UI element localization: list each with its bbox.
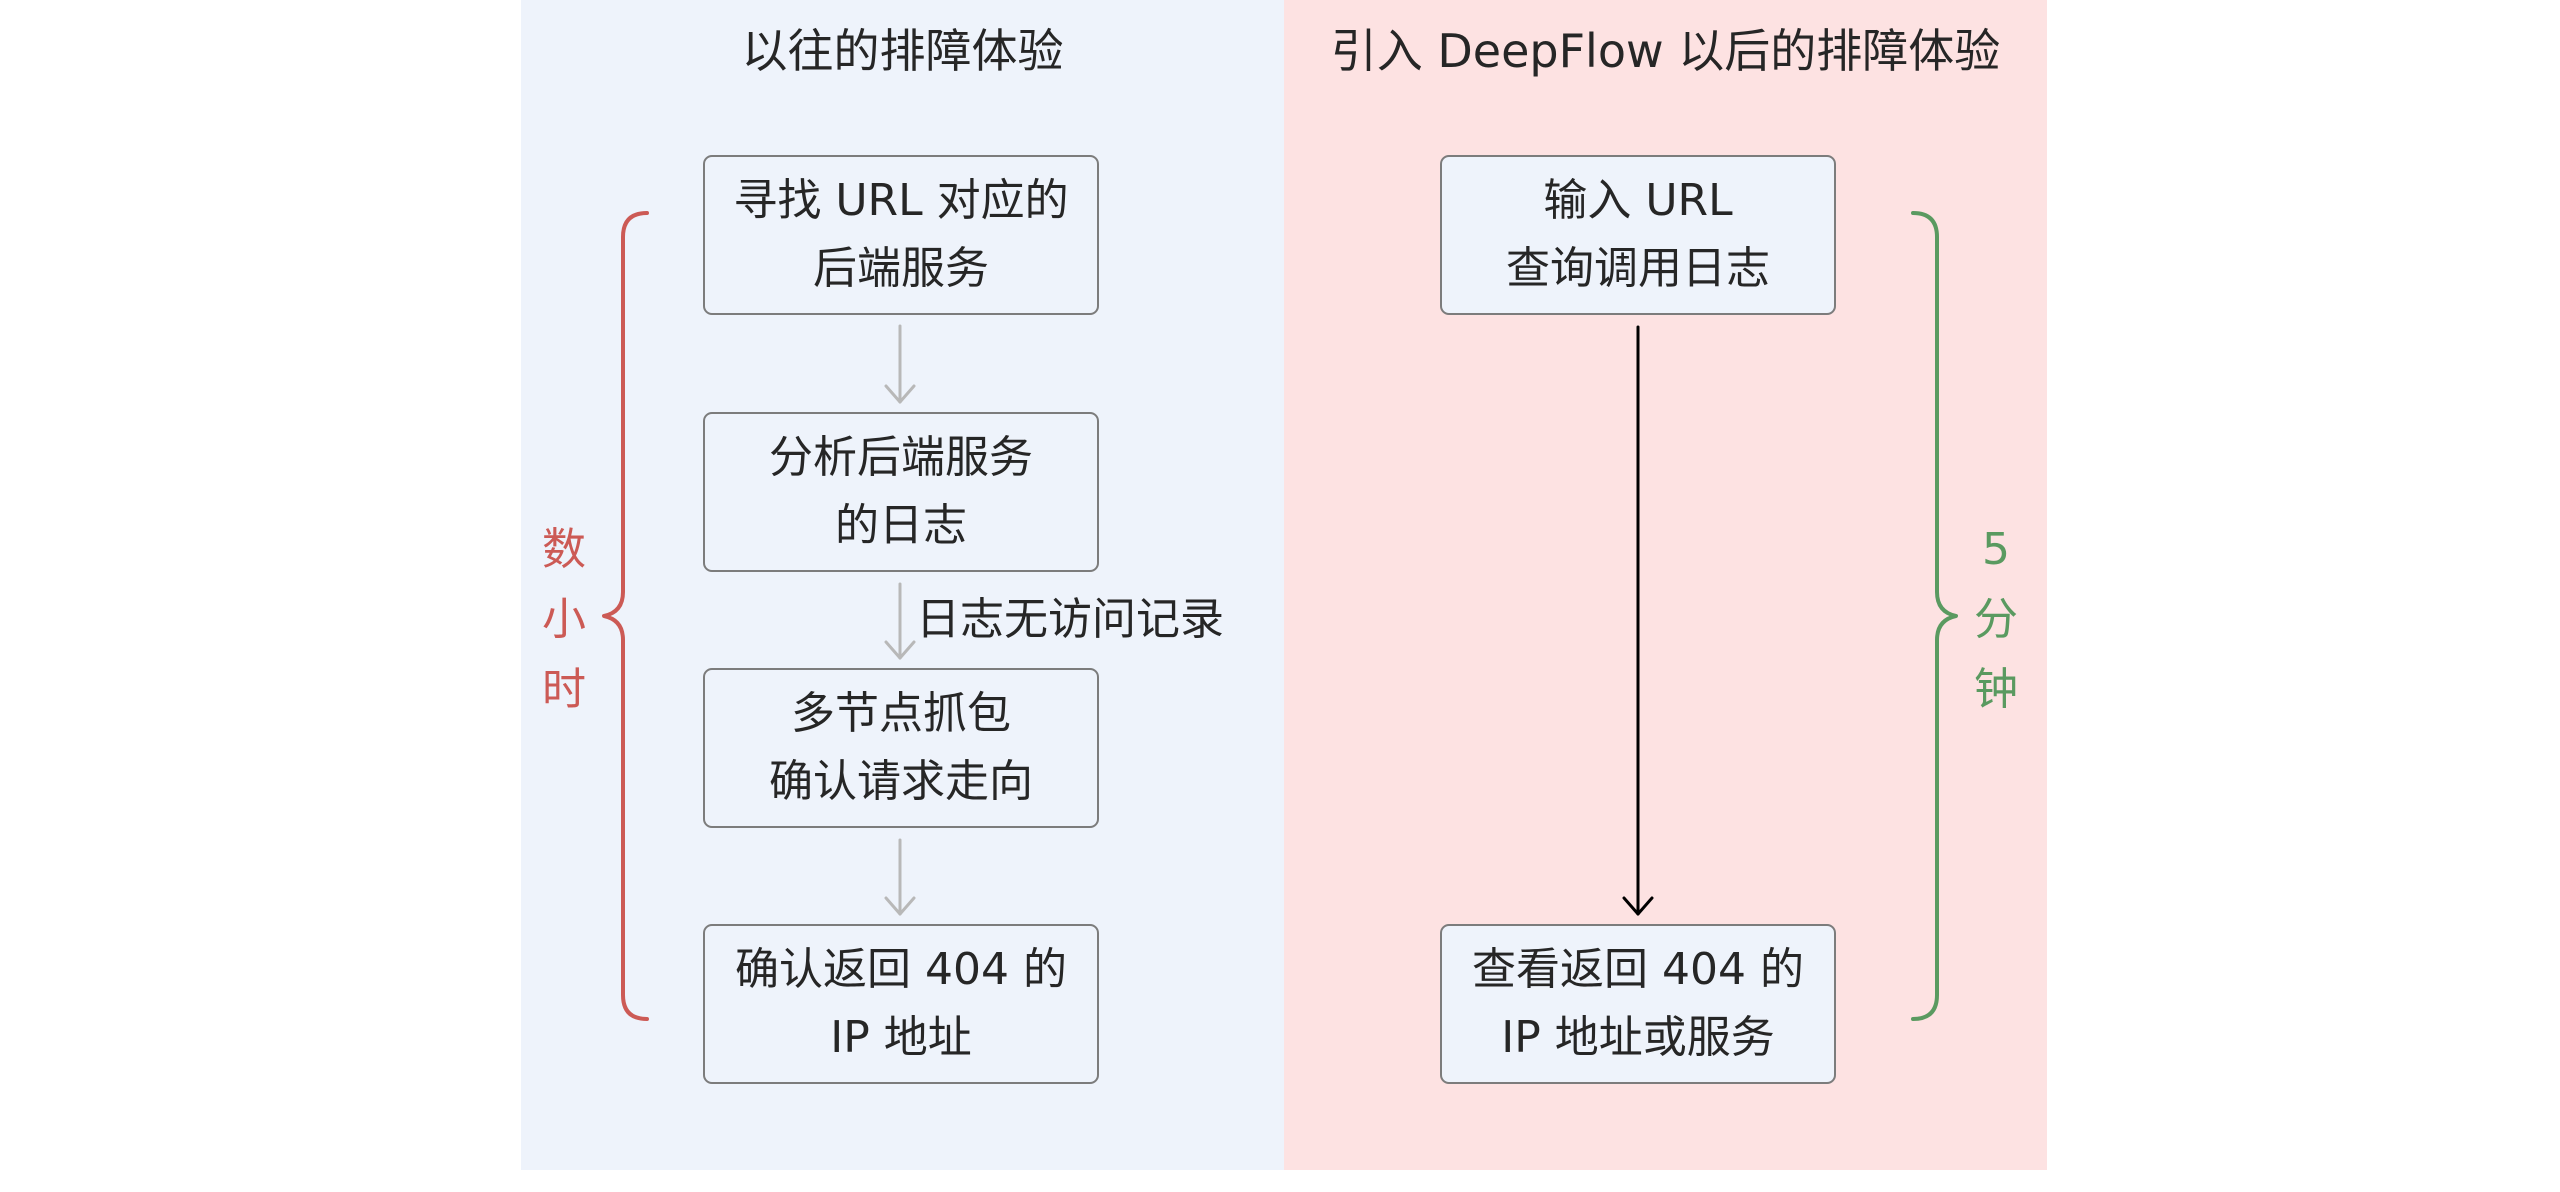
left-step-3-line-1: 多节点抓包 <box>791 688 1011 739</box>
left-time-label: 数 小 时 <box>534 515 594 725</box>
left-step-2-line-1: 分析后端服务 <box>769 432 1033 483</box>
arrow-step1-to-step2 <box>884 324 916 404</box>
right-step-2-box: 查看返回 404 的 IP 地址或服务 <box>1440 924 1836 1084</box>
right-time-char-3: 钟 <box>1974 664 2018 715</box>
edge-label-no-access-record: 日志无访问记录 <box>916 594 1224 645</box>
left-step-2-box: 分析后端服务 的日志 <box>703 412 1099 572</box>
left-step-4-line-1: 确认返回 404 的 <box>735 944 1067 995</box>
left-brace <box>602 211 649 1021</box>
left-step-3-line-2: 确认请求走向 <box>769 756 1033 807</box>
right-step-1-line-2: 查询调用日志 <box>1506 243 1770 294</box>
left-step-3-box: 多节点抓包 确认请求走向 <box>703 668 1099 828</box>
left-step-2-line-2: 的日志 <box>835 500 967 551</box>
right-time-label: 5 分 钟 <box>1966 515 2026 725</box>
right-step-2-line-1: 查看返回 404 的 <box>1472 944 1804 995</box>
left-panel-title: 以往的排障体验 <box>741 24 1064 78</box>
right-time-char-1: 5 <box>1982 524 2010 575</box>
right-step-2-line-2: IP 地址或服务 <box>1501 1012 1775 1063</box>
right-time-char-2: 分 <box>1974 594 2018 645</box>
left-step-4-box: 确认返回 404 的 IP 地址 <box>703 924 1099 1084</box>
right-panel-title: 引入 DeepFlow 以后的排障体验 <box>1330 24 2001 78</box>
right-step-1-box: 输入 URL 查询调用日志 <box>1440 155 1836 315</box>
left-time-char-1: 数 <box>542 524 586 575</box>
right-step-1-line-1: 输入 URL <box>1543 175 1733 226</box>
left-step-1-line-1: 寻找 URL 对应的 <box>733 175 1069 226</box>
arrow-step3-to-step4 <box>884 838 916 916</box>
right-brace <box>1911 211 1958 1021</box>
left-time-char-3: 时 <box>542 664 586 715</box>
left-step-1-line-2: 后端服务 <box>813 243 989 294</box>
arrow-step2-to-step3 <box>884 582 916 660</box>
left-time-char-2: 小 <box>542 594 586 645</box>
left-step-4-line-2: IP 地址 <box>830 1012 972 1063</box>
arrow-right-step1-to-step2 <box>1622 325 1654 916</box>
left-step-1-box: 寻找 URL 对应的 后端服务 <box>703 155 1099 315</box>
